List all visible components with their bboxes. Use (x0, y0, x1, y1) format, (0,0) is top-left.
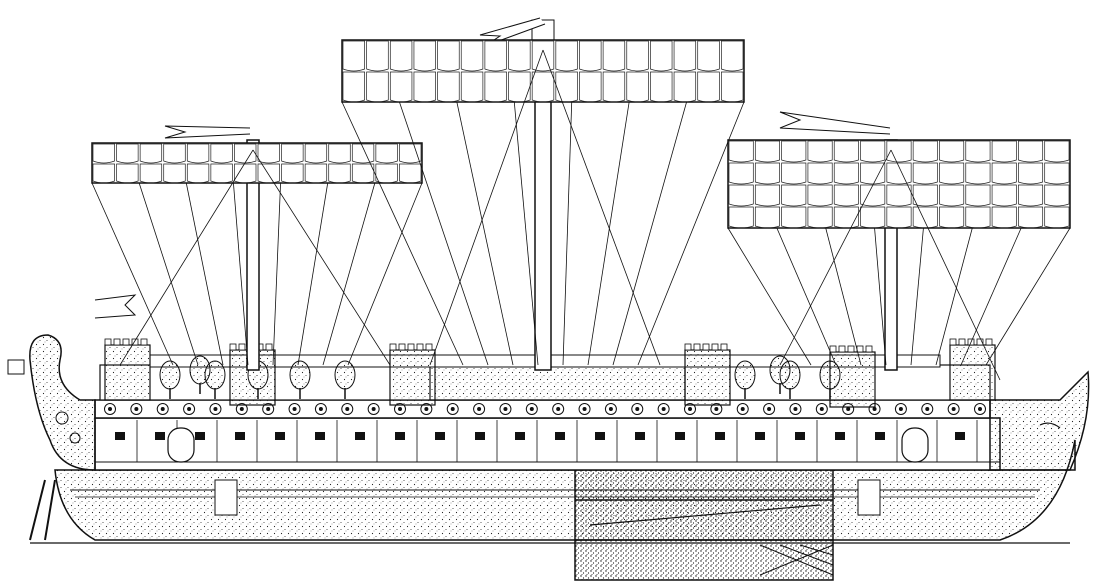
deck-window (155, 432, 165, 440)
deck-window (835, 432, 845, 440)
sails (91, 39, 1071, 229)
deck-window (795, 432, 805, 440)
deck-window (435, 432, 445, 440)
tree (734, 360, 756, 390)
deck-window (635, 432, 645, 440)
fore-sail (91, 142, 423, 184)
tower (949, 344, 996, 401)
deck-window (115, 432, 125, 440)
rigging-lines (91, 49, 1071, 381)
deck-window (595, 432, 605, 440)
deck-window (515, 432, 525, 440)
tree (189, 355, 211, 385)
porthole-band (94, 399, 991, 419)
tree (819, 360, 841, 390)
tree (159, 360, 181, 390)
deck-window (235, 432, 245, 440)
deck-window (755, 432, 765, 440)
deck-window (195, 432, 205, 440)
stern-post (989, 370, 1090, 471)
main-sail (341, 39, 745, 103)
mizzen-sail (727, 139, 1071, 229)
tower (389, 349, 436, 406)
pennants (94, 17, 891, 319)
tree (334, 360, 356, 390)
deck-window (355, 432, 365, 440)
lower-deck (94, 417, 1001, 471)
deck-window (955, 432, 965, 440)
tree (289, 360, 311, 390)
deck-window (315, 432, 325, 440)
cutaway-section (574, 464, 834, 581)
deck-window (395, 432, 405, 440)
tower (104, 344, 151, 401)
tower (684, 349, 731, 406)
deck-window (715, 432, 725, 440)
deck-window (275, 432, 285, 440)
deck-window (875, 432, 885, 440)
tree (769, 355, 791, 385)
bow-figurehead (7, 334, 96, 541)
deck-window (675, 432, 685, 440)
deck-window (475, 432, 485, 440)
deck-window (555, 432, 565, 440)
